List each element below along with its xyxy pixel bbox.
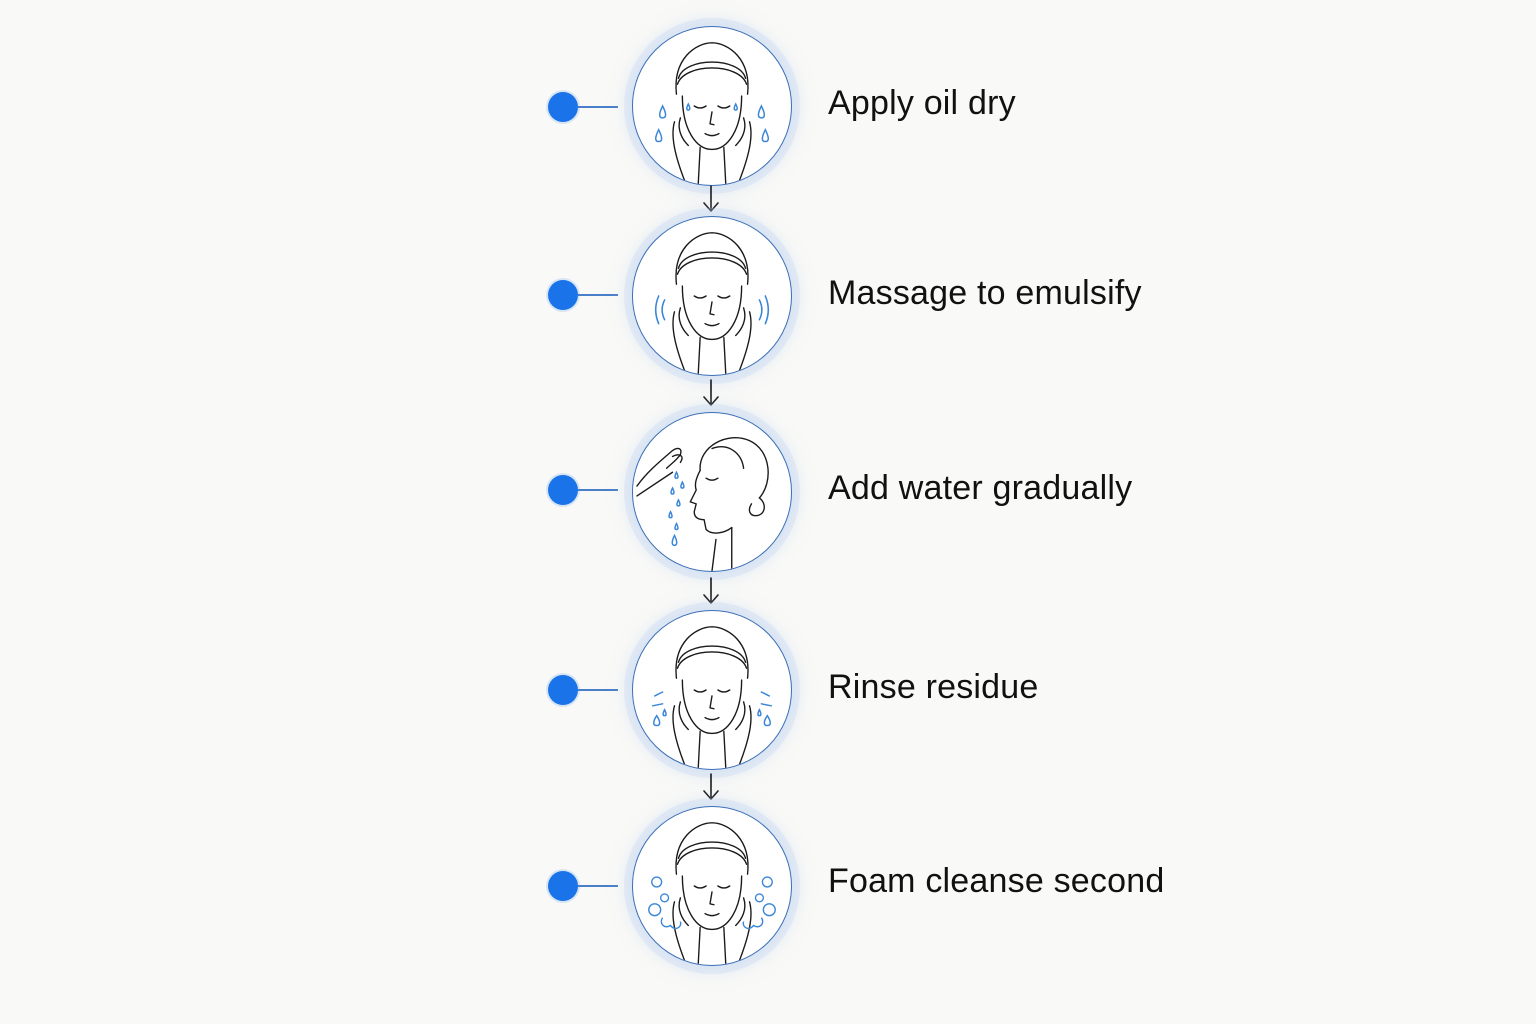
arrow-down-icon <box>703 577 719 604</box>
step-4: Rinse residue <box>540 606 1240 776</box>
face-foam-bubbles-icon <box>632 806 792 966</box>
step-label: Add water gradually <box>828 469 1133 507</box>
step-2: Massage to emulsify <box>540 212 1240 382</box>
step-1: Apply oil dry <box>540 22 1240 192</box>
face-rinse-splash-icon <box>632 610 792 770</box>
step-connector-line <box>578 489 618 491</box>
step-label: Apply oil dry <box>828 84 1016 122</box>
step-label: Foam cleanse second <box>828 862 1165 900</box>
arrow-down-icon <box>703 185 719 212</box>
step-connector-line <box>578 885 618 887</box>
step-label: Massage to emulsify <box>828 274 1142 312</box>
step-marker <box>548 280 578 310</box>
step-marker <box>548 675 578 705</box>
step-5: Foam cleanse second <box>540 802 1240 972</box>
step-connector-line <box>578 106 618 108</box>
step-connector-line <box>578 294 618 296</box>
face-massage-icon <box>632 216 792 376</box>
step-label: Rinse residue <box>828 668 1039 706</box>
arrow-down-icon <box>703 773 719 800</box>
step-marker <box>548 475 578 505</box>
step-3: Add water gradually <box>540 408 1240 578</box>
arrow-down-icon <box>703 379 719 406</box>
face-oil-drops-icon <box>632 26 792 186</box>
step-marker <box>548 871 578 901</box>
step-marker <box>548 92 578 122</box>
step-connector-line <box>578 689 618 691</box>
face-profile-water-icon <box>632 412 792 572</box>
